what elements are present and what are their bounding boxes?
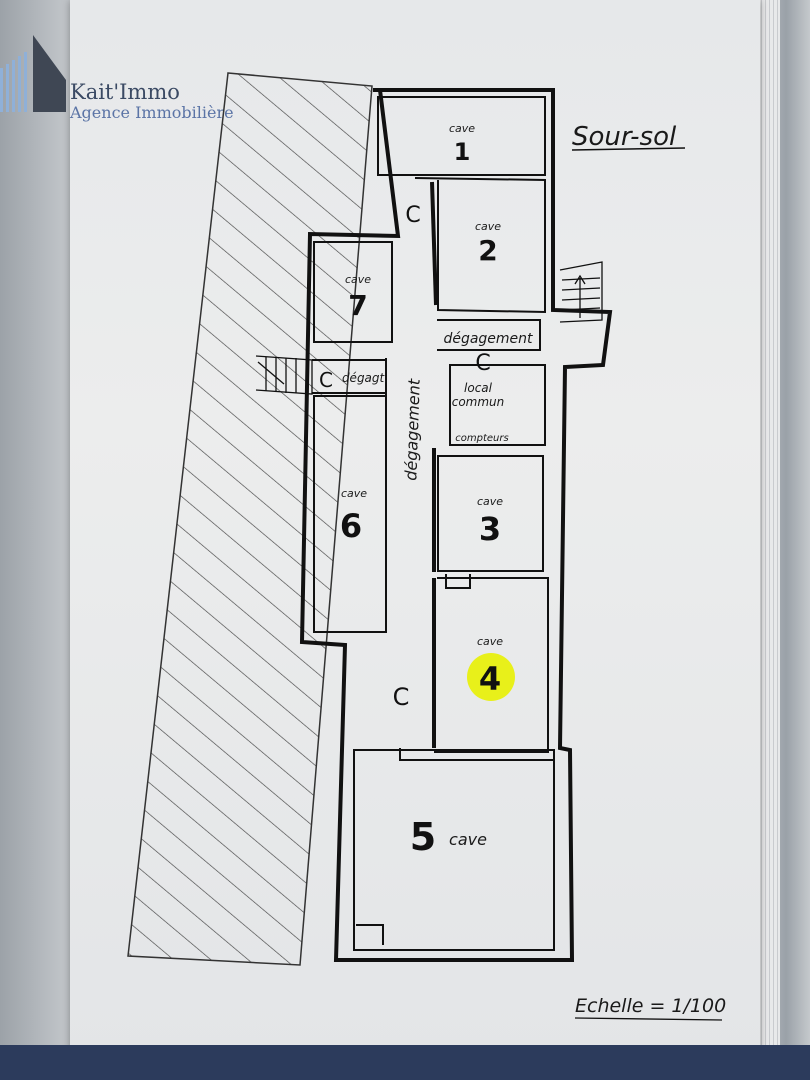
cave-4-label: cave <box>477 635 503 648</box>
cave-4: cave 4 <box>477 635 503 698</box>
circulation-mark-top: C <box>405 203 420 228</box>
scale-underline <box>574 1017 723 1021</box>
cave-1-number: 1 <box>454 138 471 166</box>
corridor-label-short: dégagt. <box>342 371 388 385</box>
cave-3-label: cave <box>477 495 503 508</box>
corridor-label-top: dégagement <box>443 331 533 347</box>
cave-1: cave 1 <box>449 122 475 166</box>
logo-subtitle: Agence Immobilière <box>70 103 234 122</box>
stairs-right <box>559 261 603 323</box>
building-logo-icon <box>0 35 66 112</box>
cave-5: 5 cave <box>410 815 487 859</box>
cave-2: cave 2 <box>475 220 501 267</box>
cave-3-number: 3 <box>479 510 501 548</box>
hatched-earth-area <box>127 72 373 966</box>
circulation-mark-bottom: C <box>393 683 410 711</box>
stairs-left <box>255 355 313 395</box>
inner-walls <box>312 96 555 951</box>
corridor-label-vertical: dégagement <box>401 378 424 481</box>
plan-title: Sour-sol <box>572 122 677 152</box>
title-underline <box>571 147 686 151</box>
scale-label: Echelle = 1/100 <box>575 995 726 1017</box>
cave-2-number: 2 <box>478 234 497 267</box>
circulation-mark-middle: C <box>475 351 490 376</box>
cave-5-number: 5 <box>410 815 436 859</box>
circulation-mark-left: C <box>319 368 333 392</box>
cave-4-highlight <box>467 653 515 701</box>
local-commun-label-2: commun <box>452 395 505 409</box>
cave-6-label: cave <box>341 487 367 500</box>
cave-4-number: 4 <box>479 660 501 698</box>
cave-7-label: cave <box>345 273 371 286</box>
agency-logo: Kait'Immo Agence Immobilière <box>0 30 250 122</box>
cave-6: cave 6 <box>340 487 367 545</box>
logo-title: Kait'Immo <box>70 80 180 104</box>
local-commun-label-1: local <box>464 381 493 395</box>
cave-3: cave 3 <box>477 495 503 548</box>
cave-7: cave 7 <box>345 273 371 322</box>
cave-5-label: cave <box>449 830 487 849</box>
compteurs-label: compteurs <box>455 433 508 444</box>
cave-1-label: cave <box>449 122 475 135</box>
cave-7-number: 7 <box>348 289 367 322</box>
cave-2-label: cave <box>475 220 501 233</box>
background-cloth <box>0 1045 810 1080</box>
outer-walls <box>299 88 613 962</box>
cave-6-number: 6 <box>340 507 362 545</box>
